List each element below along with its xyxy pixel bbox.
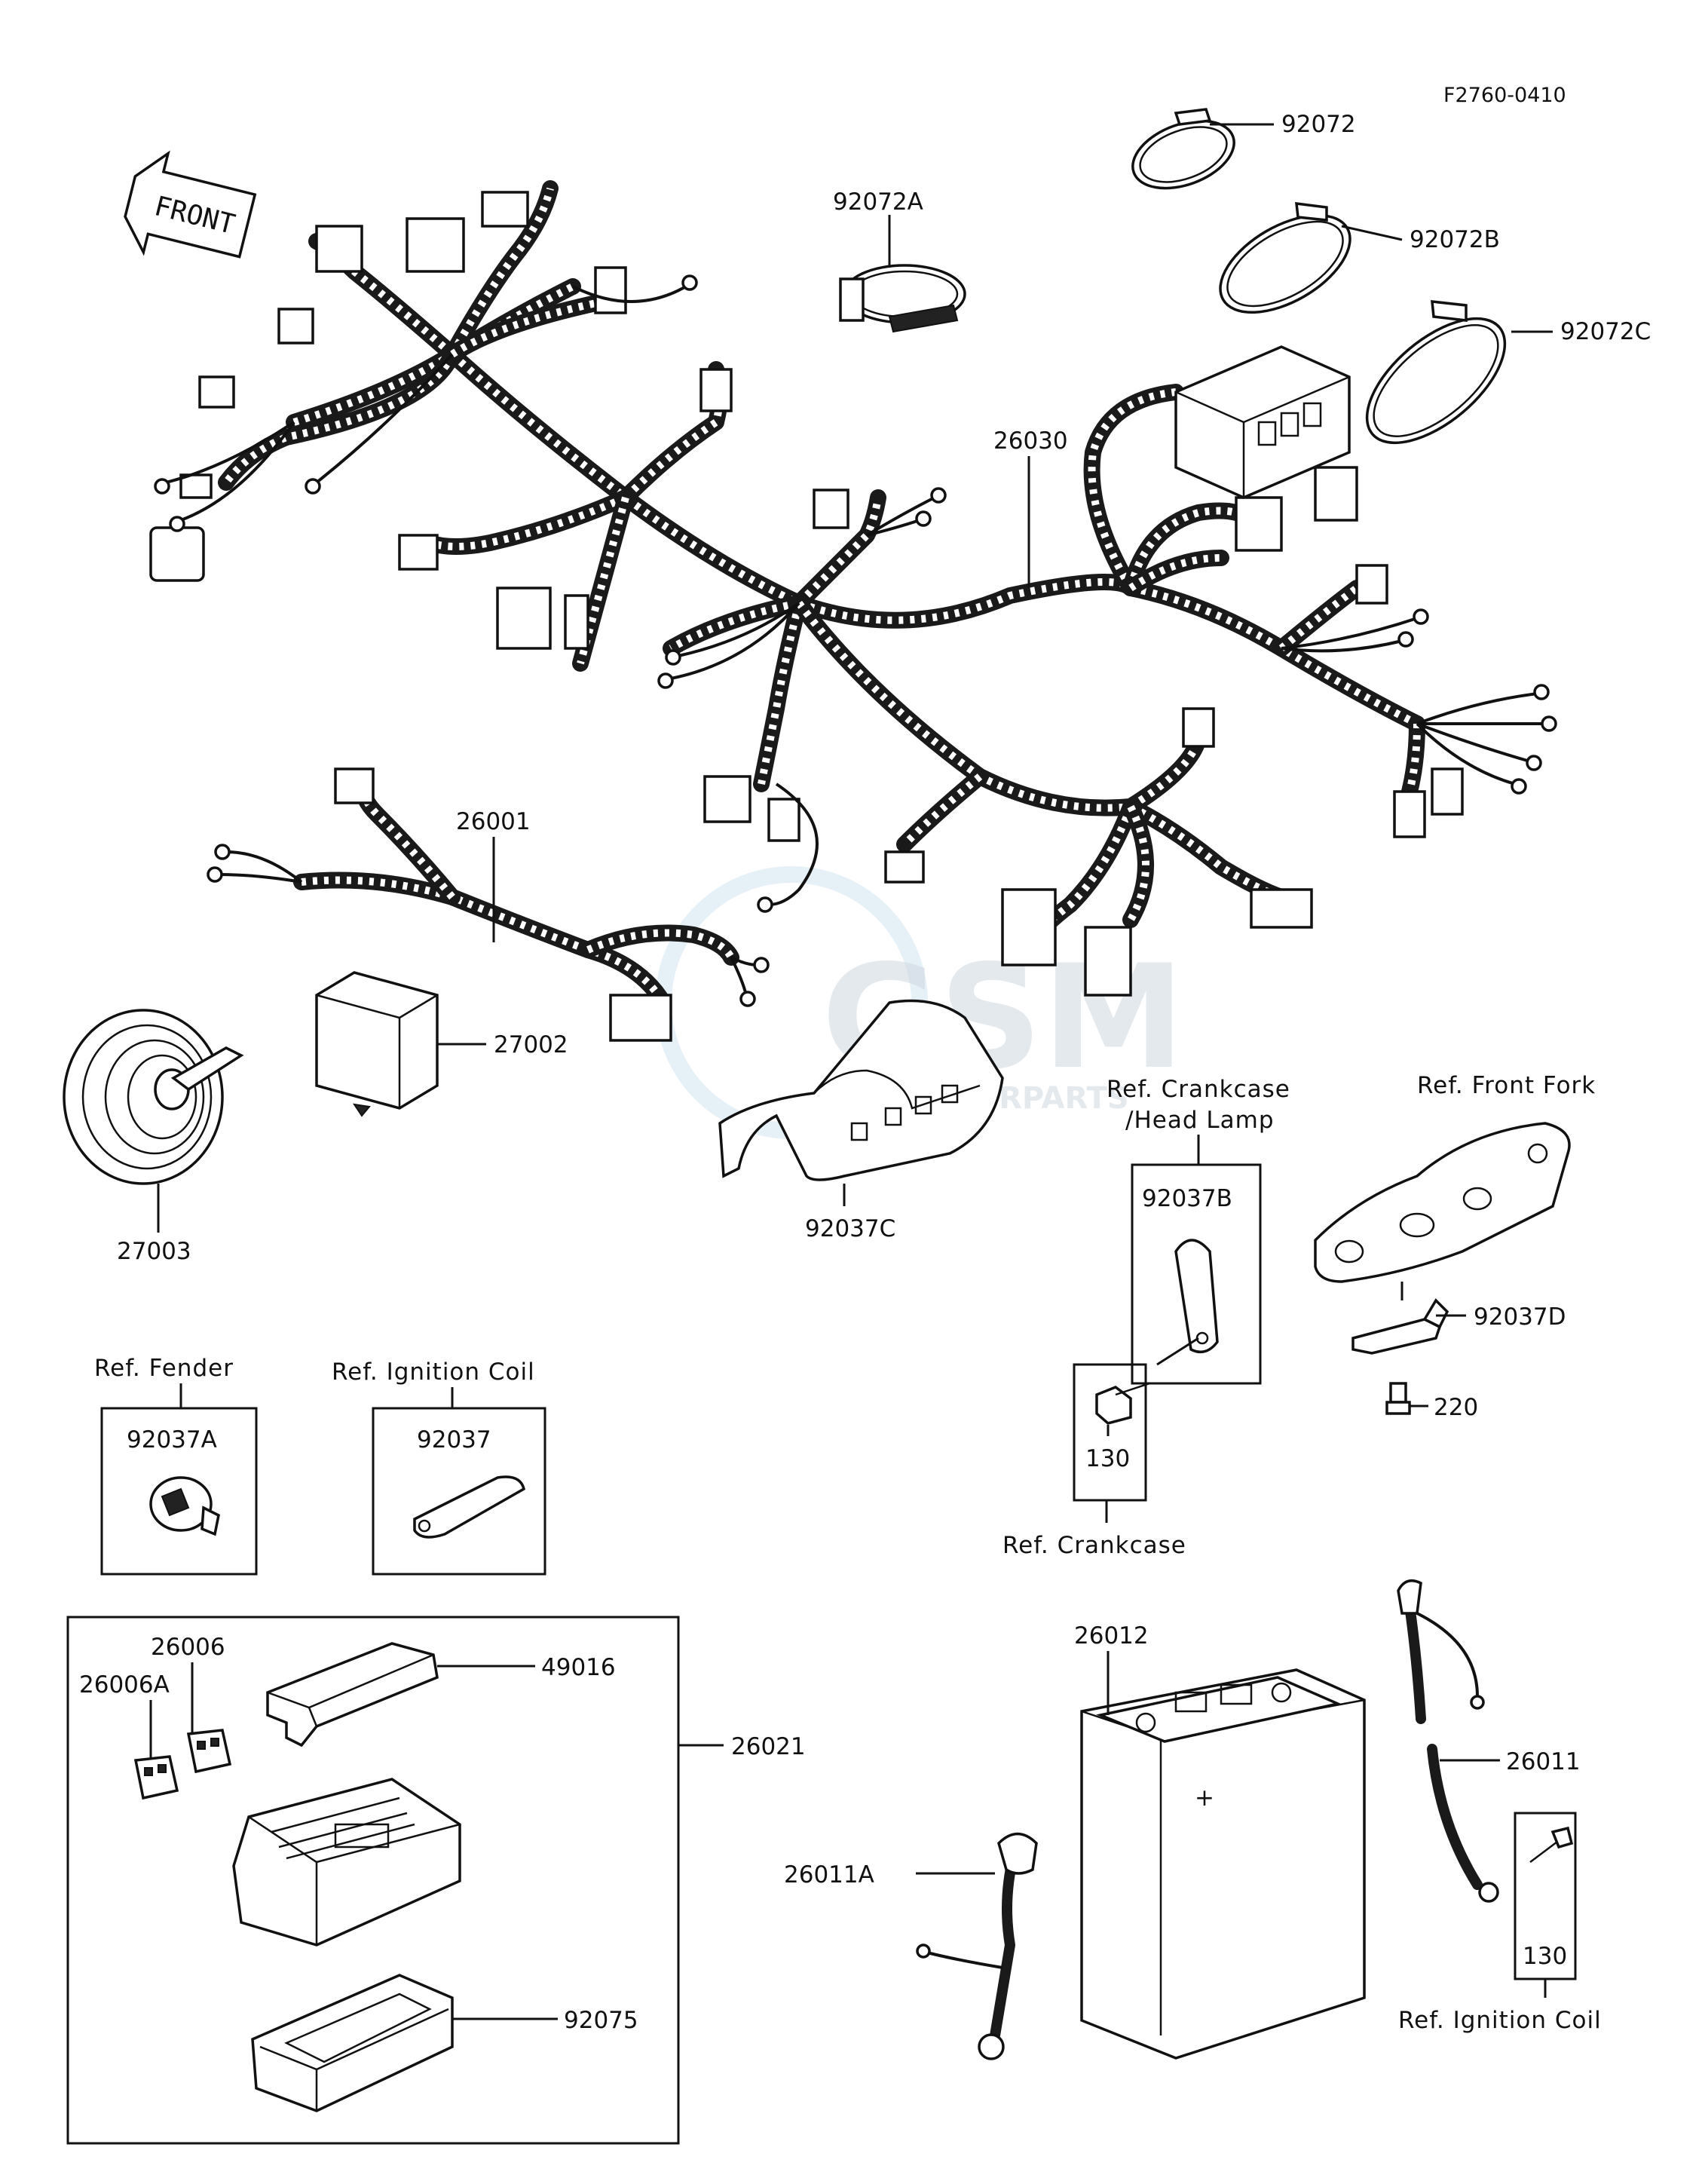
- label-27002: 27002: [494, 1031, 568, 1058]
- fuse-26006: [186, 1729, 232, 1774]
- band-92072: [1131, 108, 1235, 190]
- label-92037C: 92037C: [805, 1215, 895, 1242]
- label-92037: 92037: [417, 1426, 491, 1453]
- label-92072: 92072: [1281, 111, 1356, 138]
- label-92037B: 92037B: [1142, 1185, 1232, 1212]
- band-92072B: [1219, 201, 1351, 314]
- label-26006: 26006: [151, 1634, 225, 1661]
- label-92037A: 92037A: [127, 1426, 217, 1453]
- band-92072C: [1365, 300, 1507, 445]
- battery-26012: +: [1080, 1668, 1366, 2060]
- label-26021: 26021: [731, 1733, 806, 1760]
- label-26012: 26012: [1074, 1622, 1149, 1649]
- label-130-bottom: 130: [1523, 1943, 1567, 1970]
- bolt-130-bottom: [1529, 1826, 1574, 1863]
- relay-27002: [315, 971, 439, 1117]
- label-26030: 26030: [993, 427, 1068, 455]
- label-130-top: 130: [1085, 1445, 1130, 1472]
- cable-26011: [1397, 1579, 1499, 1903]
- ref-crankcase: Ref. Crankcase: [1002, 1532, 1186, 1559]
- cover-92037C: [718, 999, 1004, 1181]
- label-26011A: 26011A: [784, 1861, 874, 1888]
- bolt-220: [1385, 1382, 1411, 1415]
- ref-ignition-coil-bottom: Ref. Ignition Coil: [1398, 2007, 1602, 2034]
- label-92072C: 92072C: [1560, 318, 1651, 345]
- label-92037D: 92037D: [1474, 1303, 1566, 1331]
- front-arrow: FRONT: [124, 150, 257, 259]
- label-26006A: 26006A: [79, 1671, 170, 1698]
- clamp-92037A: [149, 1476, 220, 1536]
- cover-49016: [266, 1642, 439, 1748]
- label-27003: 27003: [117, 1238, 191, 1265]
- ref-front-fork: Ref. Front Fork: [1417, 1072, 1596, 1099]
- horn-27003: [63, 1009, 244, 1185]
- label-92072A: 92072A: [833, 188, 923, 216]
- bracket-92037B: [1174, 1239, 1219, 1354]
- label-49016: 49016: [541, 1654, 616, 1681]
- ref-crankcase-headlamp-2: /Head Lamp: [1125, 1107, 1275, 1134]
- fuse-box-26021: [232, 1778, 461, 1947]
- bolt-130-top: [1095, 1382, 1150, 1425]
- label-92072B: 92072B: [1410, 226, 1500, 253]
- bracket-92037D: [1351, 1298, 1449, 1355]
- ref-ignition-coil-top: Ref. Ignition Coil: [332, 1358, 535, 1386]
- label-92075: 92075: [564, 2007, 638, 2034]
- main-harness-26030: [149, 180, 1557, 997]
- strap-92037: [413, 1475, 526, 1539]
- ref-fender: Ref. Fender: [94, 1355, 234, 1382]
- diagram-code: F2760-0410: [1443, 84, 1566, 107]
- front-fork-bracket: [1314, 1122, 1571, 1283]
- cable-26011A: [916, 1832, 1038, 2060]
- sub-harness-26001: [207, 767, 770, 1042]
- label-220: 220: [1434, 1394, 1478, 1421]
- cover-92075: [251, 1974, 454, 2112]
- fuse-26006A: [133, 1755, 179, 1800]
- band-92072A: [839, 264, 966, 333]
- label-26011: 26011: [1506, 1748, 1581, 1775]
- ref-crankcase-headlamp-1: Ref. Crankcase: [1107, 1076, 1290, 1103]
- svg-text:+: +: [1195, 1784, 1214, 1812]
- label-26001: 26001: [456, 808, 531, 835]
